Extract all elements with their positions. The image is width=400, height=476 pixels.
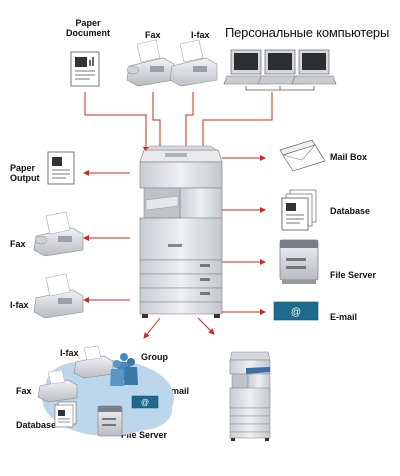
- arrows: [83, 92, 273, 339]
- label-paper-output: Paper Output: [10, 163, 40, 183]
- label-file-server: File Server: [330, 270, 377, 280]
- svg-text:@: @: [291, 307, 301, 318]
- label-network-file-server: File Server: [121, 430, 168, 440]
- label-paper-document: Paper Document: [66, 18, 111, 38]
- label-mail-box: Mail Box: [330, 152, 368, 162]
- group-icon: [110, 353, 138, 386]
- file-server-icon: [279, 239, 319, 284]
- network-database-icon: [54, 401, 77, 428]
- arrow-fax-in: [152, 92, 163, 153]
- personal-computers-icon: [223, 49, 337, 91]
- arrow-paper-document-in: [84, 92, 149, 153]
- paper-document-icon: [70, 51, 100, 87]
- label-fax-left: Fax: [10, 239, 26, 249]
- arrow-network: [143, 317, 161, 339]
- network-file-server-icon: [97, 405, 123, 437]
- copier-main: [139, 145, 223, 318]
- ifax-icon-top: [169, 39, 218, 87]
- fax-icon-left: [33, 211, 84, 257]
- email-badge-icon: @: [273, 301, 319, 321]
- label-network-database: Database: [16, 420, 57, 430]
- label-database: Database: [330, 206, 371, 216]
- arrow-ifax-in: [183, 92, 194, 153]
- paper-output-icon: [47, 151, 75, 185]
- network-email-badge-icon: @: [131, 395, 159, 409]
- database-icon: [281, 189, 317, 231]
- mail-box-icon: [279, 139, 326, 172]
- svg-text:@: @: [141, 398, 149, 407]
- arrow-pcs-in: [200, 92, 273, 153]
- network-cloud: @: [37, 345, 174, 437]
- label-fax-top: Fax: [145, 30, 161, 40]
- arrow-second-copier: [197, 317, 215, 335]
- copier-secondary: [229, 351, 271, 441]
- ifax-icon-left: [33, 273, 84, 319]
- label-email: E-mail: [330, 312, 358, 322]
- label-personal-computers: Персональные компьютеры: [225, 25, 390, 40]
- label-network-email: E-mail: [162, 386, 190, 396]
- label-ifax-top: I-fax: [191, 30, 210, 40]
- network-ifax-icon: [73, 345, 114, 379]
- network-fax-icon: [37, 369, 78, 403]
- fax-icon-top: [126, 39, 175, 87]
- label-network-ifax: I-fax: [60, 348, 79, 358]
- label-network-group: Group: [141, 352, 168, 362]
- label-ifax-left: I-fax: [10, 300, 29, 310]
- label-network-fax: Fax: [16, 386, 32, 396]
